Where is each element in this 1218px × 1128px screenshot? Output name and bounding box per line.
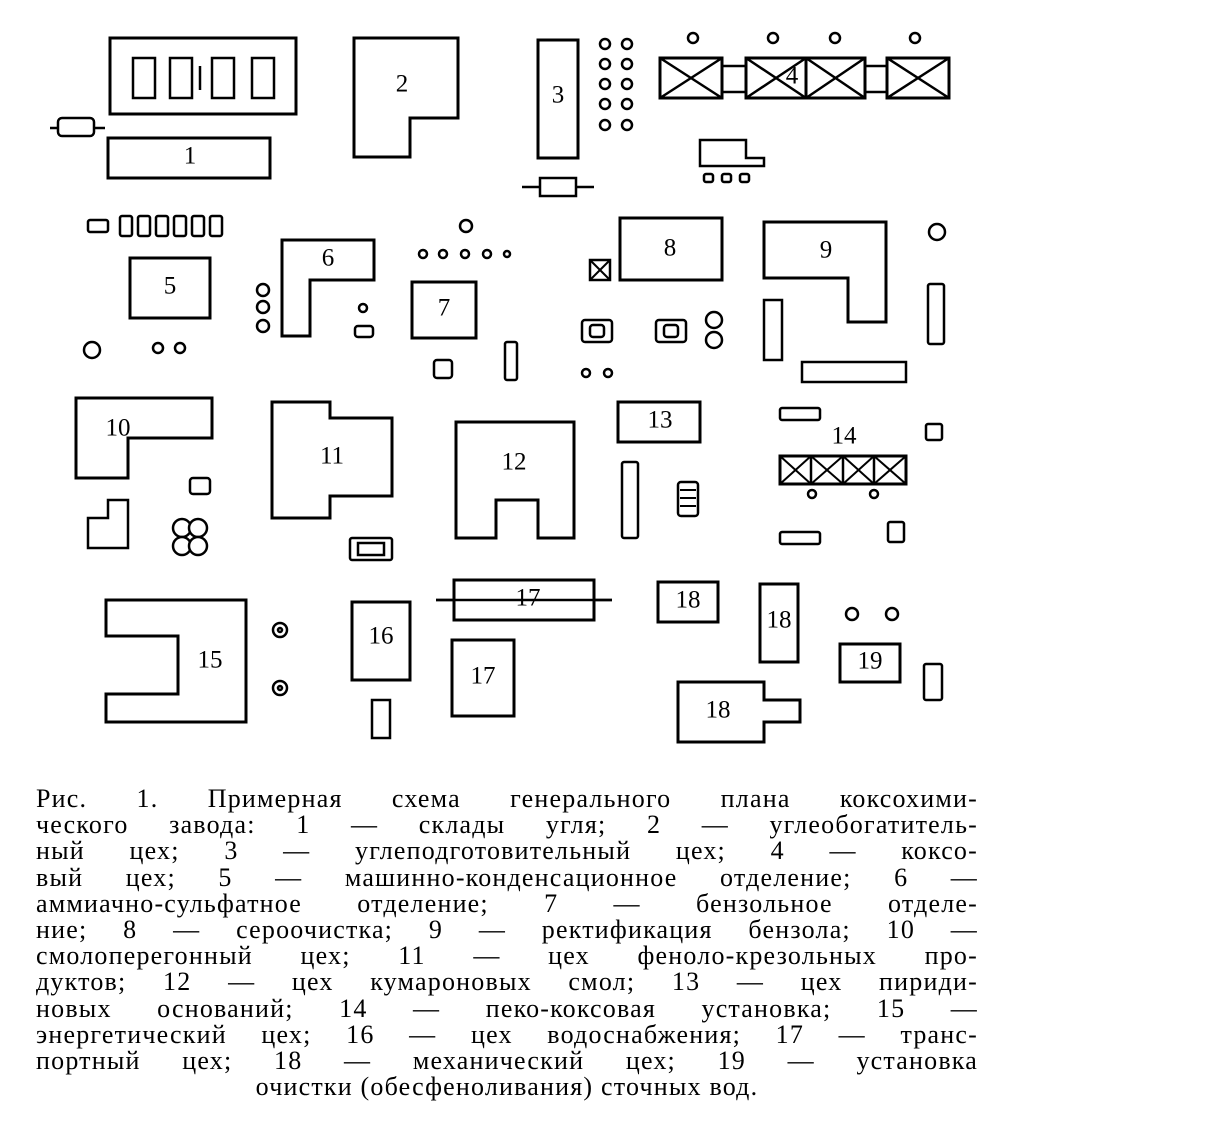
building-18-a <box>656 580 720 624</box>
building-14-label: 14 <box>832 423 858 450</box>
building-16-label: 16 <box>369 623 394 650</box>
building-15-label: 15 <box>198 647 223 674</box>
caption-line: аммиачно-сульфатное отделение; 7 — бензо… <box>36 888 978 918</box>
site-plan: 1 2 3 4 5 <box>50 31 951 744</box>
caption-line: ный цех; 3 — углеподготовительный цех; 4… <box>36 836 978 866</box>
figure-caption: Рис. 1. Примерная схема генерального пла… <box>36 784 978 1102</box>
building-12-label: 12 <box>502 449 527 476</box>
building-19 <box>838 642 902 684</box>
building-7-label: 7 <box>438 295 451 322</box>
building-18a-label: 18 <box>676 587 701 614</box>
building-11-label: 11 <box>320 443 344 470</box>
building-18b-label: 18 <box>767 607 792 634</box>
caption-line: портный цех; 18 — механический цех; 19 —… <box>36 1046 978 1076</box>
building-2 <box>352 36 460 159</box>
building-8-label: 8 <box>664 235 677 262</box>
building-14 <box>778 454 908 486</box>
hopper <box>131 56 157 100</box>
building-1-label: 1 <box>184 143 197 170</box>
coal-storage-group: 1 <box>50 36 298 180</box>
hopper <box>168 56 194 100</box>
building-12 <box>454 420 576 540</box>
building-18-c <box>676 680 802 744</box>
conveyor-gallery <box>56 116 96 138</box>
building-8 <box>618 216 724 282</box>
building-5 <box>128 256 212 320</box>
building-10-label: 10 <box>106 415 131 442</box>
caption-line: вый цех; 5 — машинно-конденсационное отд… <box>36 862 978 892</box>
building-9 <box>762 220 888 324</box>
building-13 <box>616 400 702 444</box>
quenching-tower <box>698 138 766 168</box>
caption-line: Рис. 1. Примерная схема генерального пла… <box>36 784 978 813</box>
building-7 <box>410 280 478 340</box>
building-11 <box>270 400 394 520</box>
caption-line: энергетический цех; 16 — цех водоснабжен… <box>36 1019 978 1049</box>
building-19-label: 19 <box>858 648 883 675</box>
building-6 <box>280 238 376 338</box>
building-2-label: 2 <box>396 71 409 98</box>
building-3-label: 3 <box>552 82 565 109</box>
building-17b-label: 17 <box>471 663 496 690</box>
building-9-label: 9 <box>820 237 833 264</box>
caption-line: ние; 8 — сероочистка; 9 — ректификация б… <box>36 915 978 945</box>
building-5-label: 5 <box>164 273 177 300</box>
building-1 <box>106 136 272 180</box>
building-17a-label: 17 <box>516 585 541 612</box>
building-15 <box>104 598 248 724</box>
tanks-10 <box>171 517 209 557</box>
caption-line: очистки (обесфеноливания) сточных вод. <box>255 1072 759 1102</box>
building-4-label: 4 <box>786 63 799 90</box>
caption-line: ческого завода: 1 — склады угля; 2 — угл… <box>36 810 978 840</box>
hopper <box>210 56 236 100</box>
silos-group <box>598 37 634 132</box>
hopper <box>250 56 276 100</box>
caption-line: дуктов; 12 — цех кумароновых смол; 13 — … <box>36 967 978 997</box>
tanks-7 <box>417 218 512 260</box>
building-10 <box>74 396 214 480</box>
building-13-label: 13 <box>648 407 673 434</box>
building-3 <box>536 38 580 160</box>
building-6-label: 6 <box>322 245 335 272</box>
conveyor-gallery <box>538 176 578 198</box>
building-18c-label: 18 <box>706 697 731 724</box>
building-18-b <box>758 582 800 664</box>
building-17 <box>450 638 516 718</box>
caption-line: смолоперегонный цех; 11 — цех феноло-кре… <box>36 941 978 971</box>
tank-row <box>86 214 224 238</box>
building-4 <box>658 31 951 100</box>
building-16 <box>350 600 412 682</box>
caption-line: новых оснований; 14 — пеко-коксовая уста… <box>36 993 978 1023</box>
